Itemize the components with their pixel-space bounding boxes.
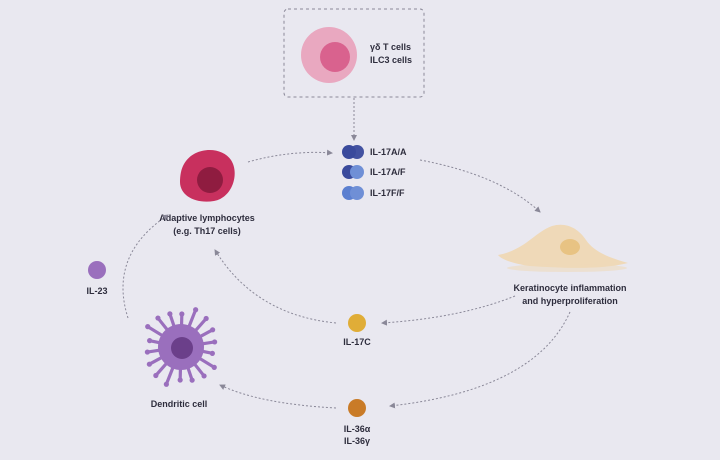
cytokine-il17aa: IL-17A/A	[342, 145, 407, 159]
arrow-il17c-to-lymphocyte	[214, 249, 337, 324]
dendritic-label: Dendritic cell	[151, 399, 208, 409]
il23-label: IL-23	[86, 286, 107, 296]
arrow-keratinocyte-to-il36	[389, 311, 571, 409]
adaptive-label-1: Adaptive lymphocytes	[159, 213, 255, 223]
lymphocyte-nucleus	[197, 167, 223, 193]
il36-label-2: IL-36γ	[344, 436, 370, 446]
keratinocyte: Keratinocyte inflammation and hyperproli…	[498, 224, 628, 306]
dimer-right-dot	[350, 165, 364, 179]
arrow-lymphocyte-to-il17	[247, 149, 333, 163]
cytokine-il17ff: IL-17F/F	[342, 186, 405, 200]
dendrite-process	[196, 355, 216, 369]
innate-label-2: ILC3 cells	[370, 55, 412, 65]
dendrite-process	[164, 364, 176, 386]
cytokine-label: IL-17A/F	[370, 167, 406, 177]
innate-label-1: γδ T cells	[370, 42, 411, 52]
il36-label-1: IL-36α	[344, 424, 371, 434]
dimer-right-dot	[350, 186, 364, 200]
innate-cell-nucleus	[320, 42, 350, 72]
il36-dot	[348, 399, 366, 417]
cytokine-label: IL-17F/F	[370, 188, 405, 198]
il36: IL-36α IL-36γ	[344, 399, 371, 446]
il17c: IL-17C	[343, 314, 371, 347]
dendritic-cell-nucleus	[171, 337, 193, 359]
il17-cytokine-group: IL-17A/A IL-17A/F IL-17F/F	[342, 145, 407, 200]
dendrite-process	[146, 325, 166, 339]
keratinocyte-label-2: and hyperproliferation	[522, 296, 618, 306]
keratinocyte-shadow	[507, 264, 627, 272]
arrow-il36-to-dendritic	[219, 384, 337, 409]
il17c-label: IL-17C	[343, 337, 371, 347]
il17c-dot	[348, 314, 366, 332]
arrow-dendritic-to-lymphocyte	[122, 214, 169, 319]
cytokine-il17af: IL-17A/F	[342, 165, 406, 179]
dendrite-process	[186, 308, 198, 330]
keratinocyte-label-1: Keratinocyte inflammation	[513, 283, 626, 293]
il23-dot	[88, 261, 106, 279]
dimer-right-dot	[350, 145, 364, 159]
adaptive-lymphocyte: Adaptive lymphocytes (e.g. Th17 cells)	[159, 149, 255, 236]
arrow-il17-to-keratinocyte	[419, 159, 541, 213]
adaptive-label-2: (e.g. Th17 cells)	[173, 226, 241, 236]
innate-cells-box: γδ T cells ILC3 cells	[283, 8, 425, 98]
dendritic-cell: Dendritic cell	[144, 307, 218, 409]
arrow-keratinocyte-to-il17c	[381, 295, 516, 326]
il23: IL-23	[86, 261, 108, 296]
dashed-box-border	[283, 8, 425, 98]
keratinocyte-nucleus	[560, 239, 580, 255]
cytokine-label: IL-17A/A	[370, 147, 407, 157]
